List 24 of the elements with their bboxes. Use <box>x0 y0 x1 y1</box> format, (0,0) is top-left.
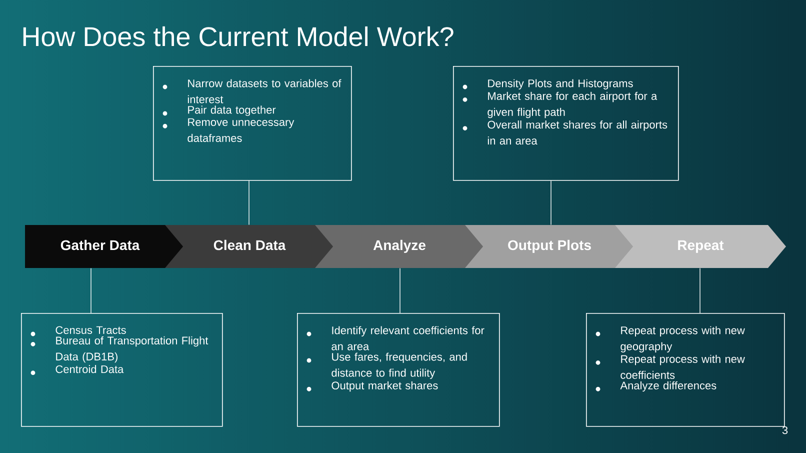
bullet-text: Output market shares <box>332 381 438 392</box>
connector-line <box>550 180 552 226</box>
bullet-text: Identify relevant coefficients for an area <box>332 326 484 350</box>
bullet-text: Repeat process with new geography <box>620 326 745 352</box>
bullet-text: Density Plots and Histograms <box>488 79 633 90</box>
bullet-text: Use fares, frequencies, and distance to find utility <box>332 352 467 379</box>
bullet-text: Overall market shares for all airports in an area <box>488 120 668 145</box>
chevron-step: Repeat <box>615 225 786 268</box>
bullet-text: Census Tracts <box>56 326 126 334</box>
connector-line <box>90 268 92 314</box>
connector-line <box>248 180 250 226</box>
bullet-text: Analyze differences <box>620 381 716 392</box>
chevron-step: Output Plots <box>465 225 634 268</box>
bullet-text: Market share for each airport for a given flight path <box>488 92 658 118</box>
bullet-text: Pair data together <box>188 106 276 116</box>
bullet-text: Narrow datasets to variables of interest <box>188 79 342 104</box>
chevron-step: Clean Data <box>165 225 334 268</box>
chevron-step: Analyze <box>315 225 484 268</box>
page-number: 3 <box>782 426 788 434</box>
bullet-text: Repeat process with new coefficients <box>620 354 745 379</box>
bullet-text: Centroid Data <box>56 365 124 374</box>
bullet-text: Bureau of Transportation Flight Data (DB1B) <box>56 336 208 363</box>
title: How Does the Current Model Work? <box>23 26 454 46</box>
bullet-text: Remove unnecessary dataframes <box>188 118 294 142</box>
